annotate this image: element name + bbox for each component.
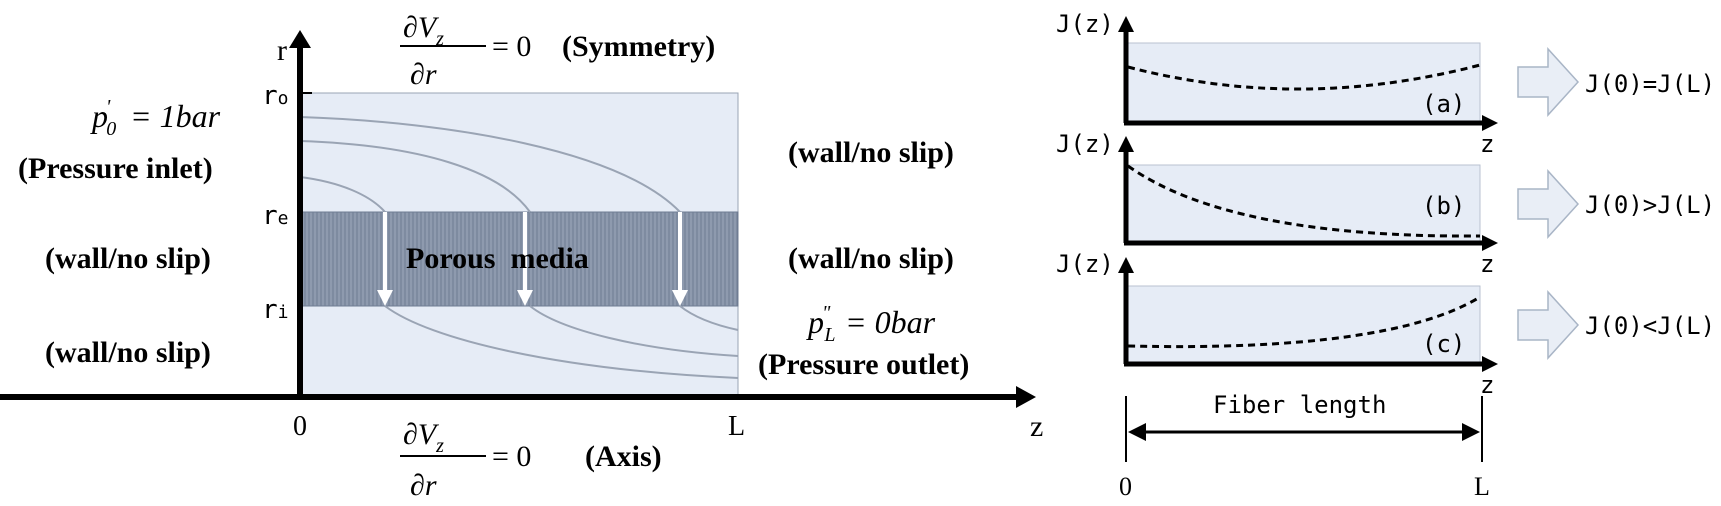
wall-label-right-top: (wall/no slip): [788, 136, 954, 169]
symmetry-boundary-condition: ∂Vz ∂r = 0 (Symmetry): [400, 11, 715, 91]
axis-label: (Axis): [585, 440, 662, 473]
result-label: J(0)=J(L): [1585, 70, 1715, 98]
panel-tag: (a): [1422, 90, 1465, 118]
fiber-length-label: Fiber length: [1213, 391, 1386, 419]
r-axis-label: r: [277, 34, 287, 67]
axis-boundary-condition: ∂Vz ∂r = 0 (Axis): [400, 418, 662, 502]
flux-panel-c: J(z) z (c) J(0)<J(L): [1056, 250, 1715, 399]
result-label: J(0)>J(L): [1585, 191, 1715, 219]
z-axis-label: z: [1030, 410, 1043, 443]
tick-re: re: [262, 201, 289, 231]
outlet-label: (Pressure outlet): [758, 348, 969, 381]
panel-tag: (b): [1422, 192, 1465, 220]
tick-ri: ri: [262, 295, 289, 325]
svg-text:∂Vz: ∂Vz: [403, 11, 444, 50]
tick-L: L: [728, 411, 745, 442]
domain-diagram: r z ro re ri 0 L ∂Vz ∂r = 0 (Symmetry) ∂…: [0, 11, 1043, 502]
svg-text:∂Vz: ∂Vz: [403, 418, 444, 457]
panel-area: [1125, 164, 1481, 244]
pressure-outlet: p"L = 0bar (Pressure outlet): [758, 302, 969, 381]
wall-label-right-middle: (wall/no slip): [788, 242, 954, 275]
z-axis: [0, 386, 1036, 408]
wall-label-left-middle: (wall/no slip): [45, 242, 211, 275]
wall-label-left-lower: (wall/no slip): [45, 336, 211, 369]
flux-panel-b: J(z) z (b) J(0)>J(L): [1056, 130, 1715, 278]
porous-media-label: Porous media: [406, 242, 589, 275]
symmetry-rhs: = 0: [492, 30, 531, 63]
flux-curve: [1127, 164, 1481, 238]
length-tick-L: L: [1474, 472, 1490, 501]
symmetry-label: (Symmetry): [562, 30, 715, 63]
svg-text:∂r: ∂r: [410, 469, 437, 502]
fiber-length-dimension: Fiber length 0 L: [1119, 391, 1490, 501]
streamlines-lower: [384, 305, 739, 379]
panel-tag: (c): [1422, 330, 1465, 358]
result-label: J(0)<J(L): [1585, 312, 1715, 340]
tick-zero: 0: [293, 411, 307, 442]
result-arrow: [1517, 47, 1580, 117]
flux-panel-a: J(z) z (a) J(0)=J(L): [1056, 10, 1715, 158]
x-label: z: [1480, 130, 1494, 158]
outlet-equation: = 0bar: [845, 304, 936, 340]
permeation-arrows: [377, 212, 688, 306]
pressure-inlet: p'0 = 1bar (Pressure inlet): [18, 96, 221, 185]
svg-text:p"L: p"L: [806, 302, 836, 346]
length-tick-zero: 0: [1119, 472, 1132, 501]
result-arrow: [1517, 169, 1580, 239]
x-label: z: [1480, 250, 1494, 278]
permeation-arrow: [517, 212, 533, 306]
y-label: J(z): [1056, 250, 1114, 278]
inlet-equation: = 1bar: [130, 98, 221, 134]
permeation-arrow: [672, 212, 688, 306]
svg-text:∂r: ∂r: [410, 58, 437, 91]
result-arrow: [1517, 290, 1580, 360]
y-label: J(z): [1056, 10, 1114, 38]
streamlines-upper: [299, 116, 681, 213]
x-label: z: [1480, 371, 1494, 399]
inlet-label: (Pressure inlet): [18, 152, 213, 185]
y-label: J(z): [1056, 130, 1114, 158]
tick-ro: ro: [262, 81, 289, 111]
axis-rhs: = 0: [492, 440, 531, 473]
permeation-arrow: [377, 212, 393, 306]
svg-text:p'0: p'0: [90, 96, 116, 140]
r-axis: [289, 30, 311, 397]
panel-area: [1125, 42, 1481, 124]
flux-curve: [1127, 295, 1481, 349]
panel-area: [1125, 285, 1481, 365]
flux-profiles: J(z) z (a) J(0)=J(L) J(z) z (b) J(0)>J(L…: [1056, 10, 1715, 501]
